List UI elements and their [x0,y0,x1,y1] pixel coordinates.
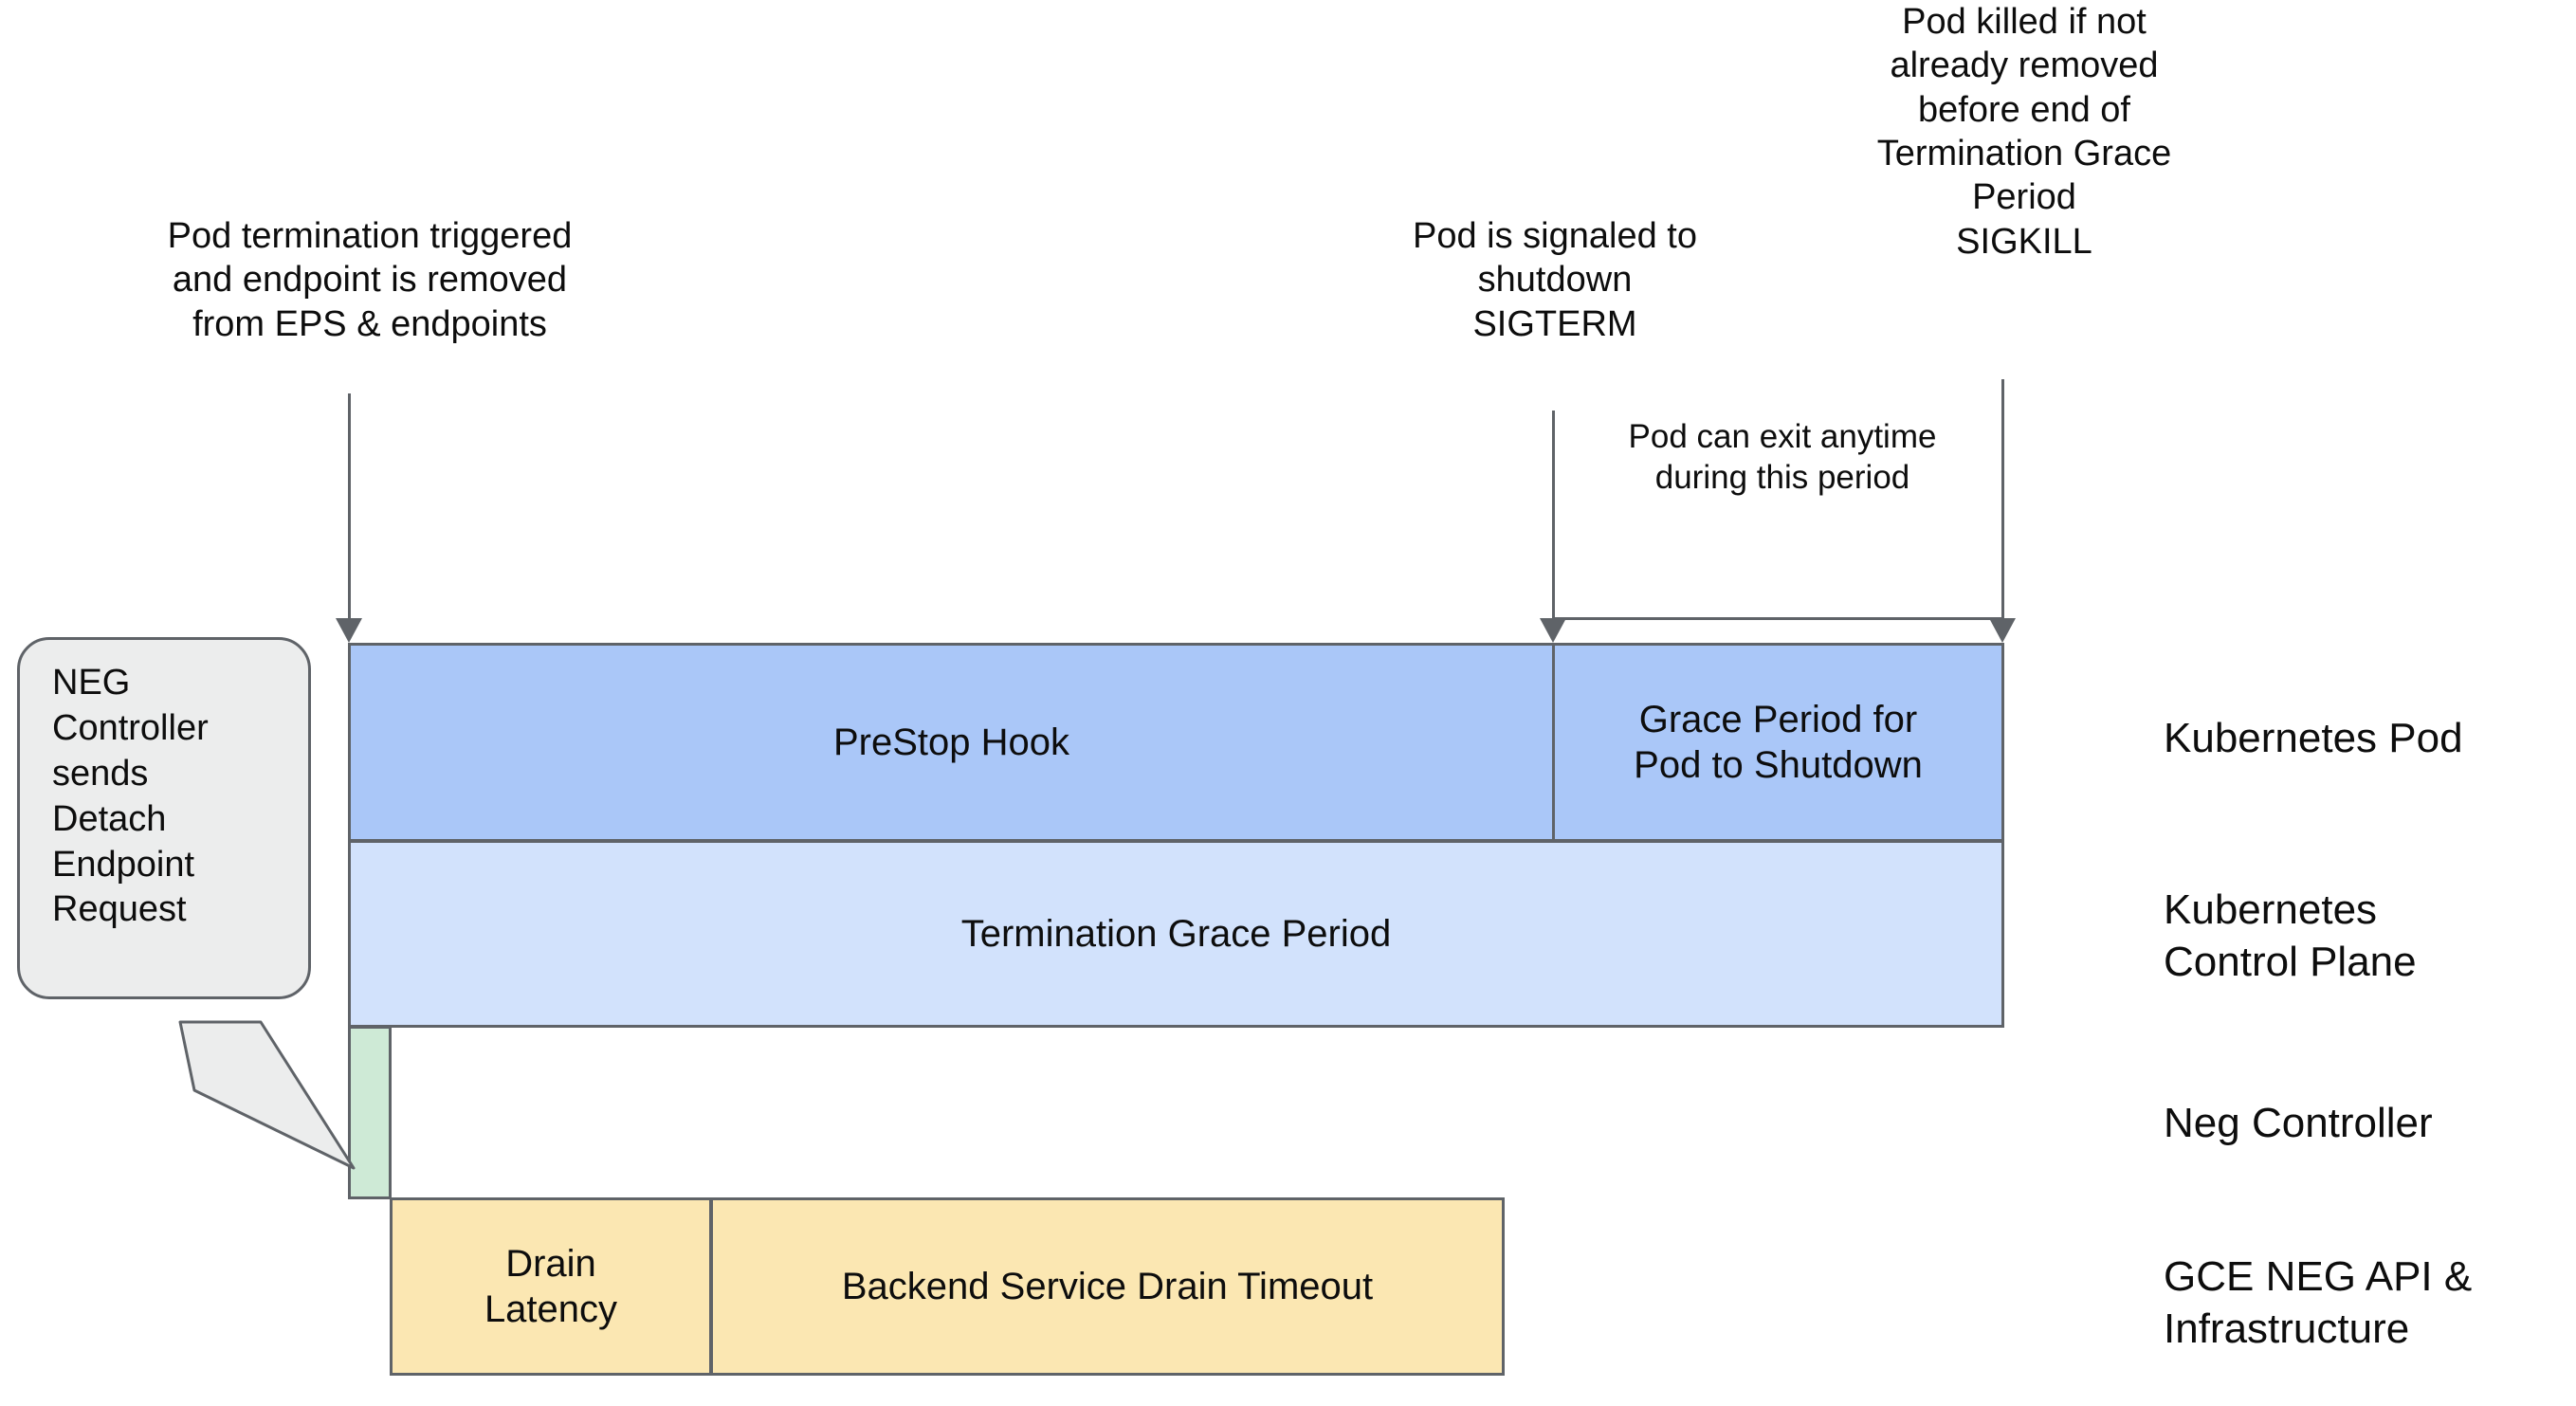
callout-neg-controller-detach: NEG Controller sends Detach Endpoint Req… [17,637,311,999]
annotation-pod-termination-triggered: Pod termination triggered and endpoint i… [167,216,573,344]
lane-label-kubernetes-pod: Kubernetes Pod [2164,715,2463,761]
arrow-head-sigterm [1540,618,1566,643]
callout-tail-shape [178,1020,356,1170]
annotation-pod-can-exit-anytime: Pod can exit anytime during this period [1628,418,1937,496]
bar-prestop-hook[interactable]: PreStop Hook [348,643,1555,842]
bar-grace-period-for-pod-to-shutdown[interactable]: Grace Period for Pod to Shutdown [1552,643,2004,842]
connector-pod-exit-window [1552,617,2003,620]
lane-label-gce-neg-api-infrastructure: GCE NEG API & Infrastructure [2164,1253,2473,1352]
lane-label-neg-controller: Neg Controller [2164,1100,2433,1146]
bar-drain-latency[interactable]: Drain Latency [390,1197,712,1376]
arrow-head-sigkill [1989,618,2016,643]
bar-termination-grace-period[interactable]: Termination Grace Period [348,840,2004,1028]
arrow-head-pod-termination [336,618,362,643]
lane-label-kubernetes-control-plane: Kubernetes Control Plane [2164,886,2417,985]
annotation-pod-killed-sigkill: Pod killed if not already removed before… [1876,2,2172,262]
arrow-line-sigterm [1552,411,1555,619]
bar-neg-controller[interactable] [348,1026,392,1199]
bar-backend-service-drain-timeout[interactable]: Backend Service Drain Timeout [710,1197,1505,1376]
arrow-line-sigkill [2001,379,2004,619]
arrow-line-pod-termination [348,393,351,619]
annotation-pod-signaled-sigterm: Pod is signaled to shutdown SIGTERM [1413,216,1697,344]
